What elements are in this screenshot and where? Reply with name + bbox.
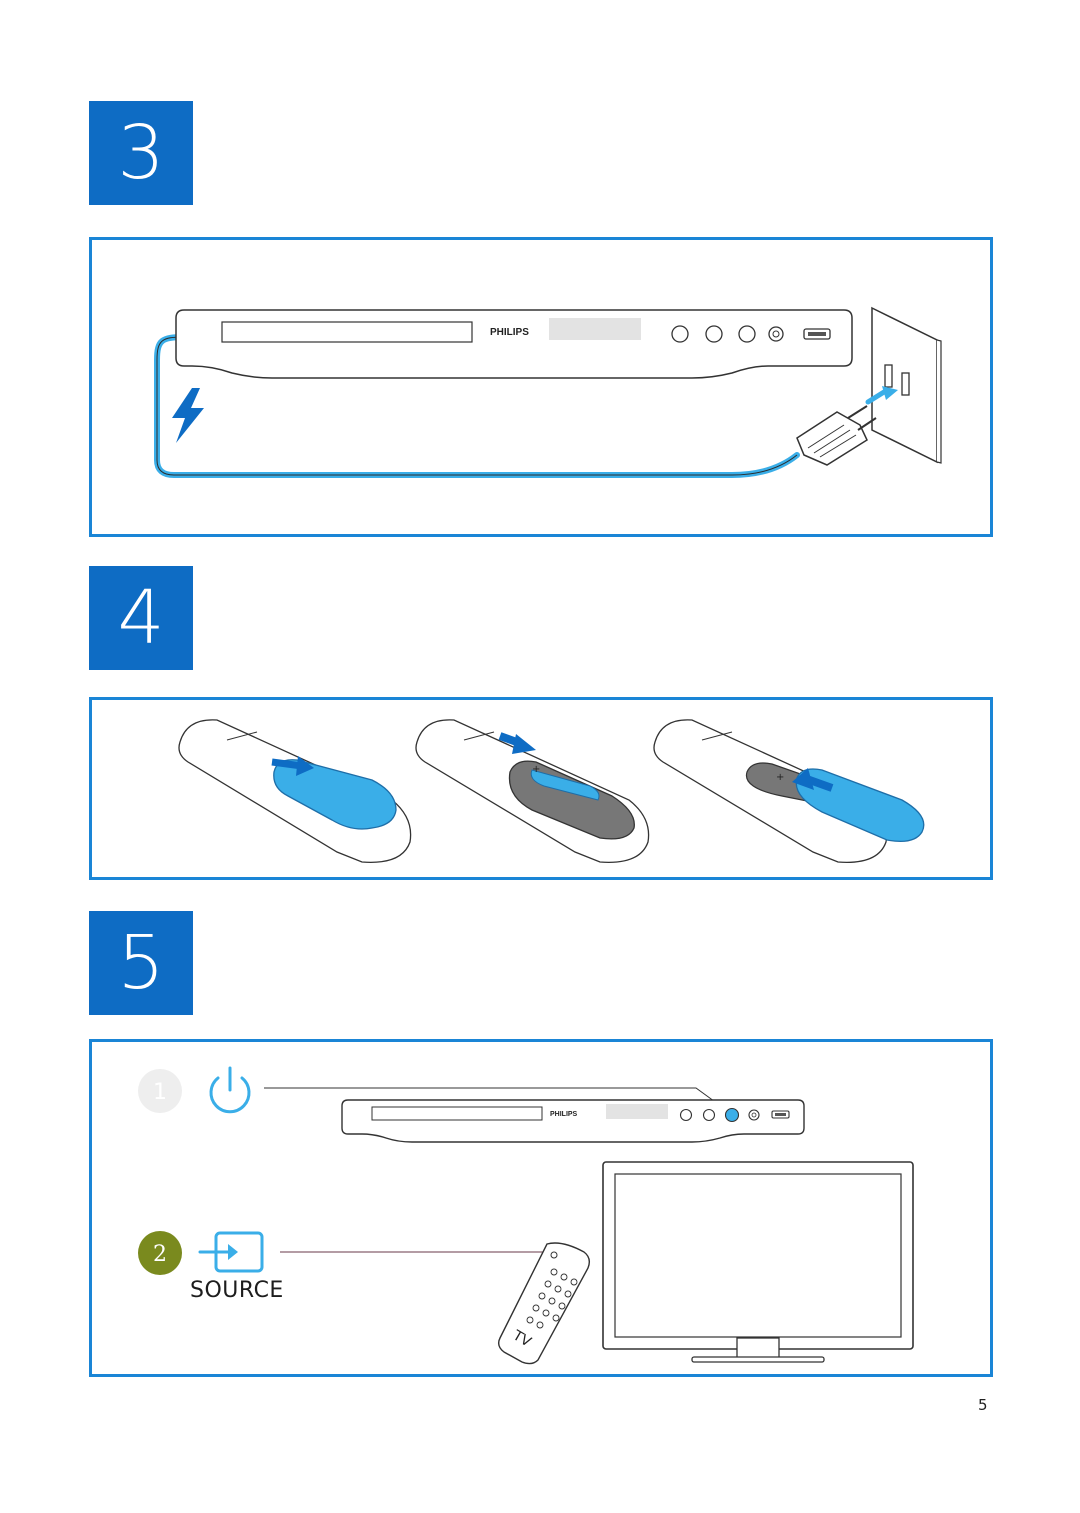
step-5-badge: 5 bbox=[89, 911, 193, 1015]
sub-step-1-number: 1 bbox=[153, 1080, 167, 1105]
slide-arrow-icon bbox=[296, 756, 314, 776]
brand-logo: PHILIPS bbox=[550, 1111, 578, 1118]
remote-close-cover: + bbox=[653, 719, 925, 863]
power-button bbox=[724, 1107, 740, 1123]
lightning-icon bbox=[172, 388, 204, 443]
remote-open-cover bbox=[178, 719, 412, 863]
wall-socket bbox=[871, 306, 942, 464]
player-button bbox=[671, 325, 689, 343]
player-button bbox=[705, 325, 723, 343]
step-3-panel: PHILIPS bbox=[89, 237, 993, 537]
power-connection-illustration: PHILIPS bbox=[154, 306, 942, 478]
remote-insert-battery: + bbox=[415, 719, 650, 863]
player-button bbox=[738, 325, 756, 343]
svg-text:+: + bbox=[776, 772, 784, 783]
sub-step-2-badge bbox=[138, 1231, 182, 1275]
insert-arrow-icon bbox=[512, 734, 536, 754]
television bbox=[602, 1161, 914, 1363]
insert-arrow-icon bbox=[882, 386, 898, 400]
power-icon bbox=[209, 1066, 251, 1114]
slide-arrow-icon bbox=[792, 768, 814, 790]
step-4-badge: 4 bbox=[89, 566, 193, 670]
source-input-icon bbox=[198, 1231, 264, 1273]
power-on-and-source-illustration: 1 PHILIPS 2 bbox=[138, 1066, 914, 1365]
dvd-player: PHILIPS bbox=[175, 309, 853, 379]
brand-logo: PHILIPS bbox=[490, 327, 529, 338]
power-plug bbox=[796, 405, 877, 466]
sub-step-1-badge bbox=[138, 1069, 182, 1113]
step-3-badge: 3 bbox=[89, 101, 193, 205]
sub-step-2-number: 2 bbox=[153, 1242, 167, 1267]
svg-text:+: + bbox=[532, 764, 540, 775]
step-5-panel: 1 PHILIPS 2 bbox=[89, 1039, 993, 1377]
step-4-panel: + + bbox=[89, 697, 993, 880]
source-label: SOURCE bbox=[190, 1278, 284, 1303]
dvd-player-small: PHILIPS bbox=[341, 1099, 805, 1143]
tv-remote: TV bbox=[497, 1242, 591, 1365]
battery-installation-illustration: + + bbox=[178, 719, 925, 863]
page-number: 5 bbox=[978, 1396, 988, 1414]
